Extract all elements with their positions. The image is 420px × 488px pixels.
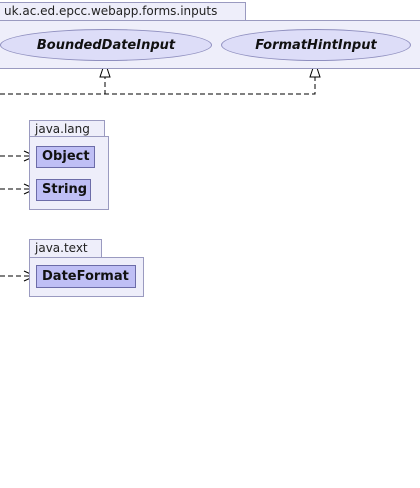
package-tab-java-text: java.text [29, 239, 102, 258]
interface-format-hint-input[interactable]: FormatHintInput [221, 29, 411, 61]
interface-bounded-date-input[interactable]: BoundedDateInput [0, 29, 212, 61]
class-object[interactable]: Object [36, 146, 95, 168]
package-tab-forms-inputs: uk.ac.ed.epcc.webapp.forms.inputs [0, 2, 246, 21]
class-string[interactable]: String [36, 179, 91, 201]
realization-edge-format-hint-input [0, 77, 316, 95]
package-tab-java-lang: java.lang [29, 120, 105, 137]
realization-edge-bounded-date-input [0, 77, 106, 95]
realization-arrowhead-bounded [99, 60, 111, 78]
realization-arrowhead-format [309, 60, 321, 78]
class-dateformat[interactable]: DateFormat [36, 265, 136, 288]
